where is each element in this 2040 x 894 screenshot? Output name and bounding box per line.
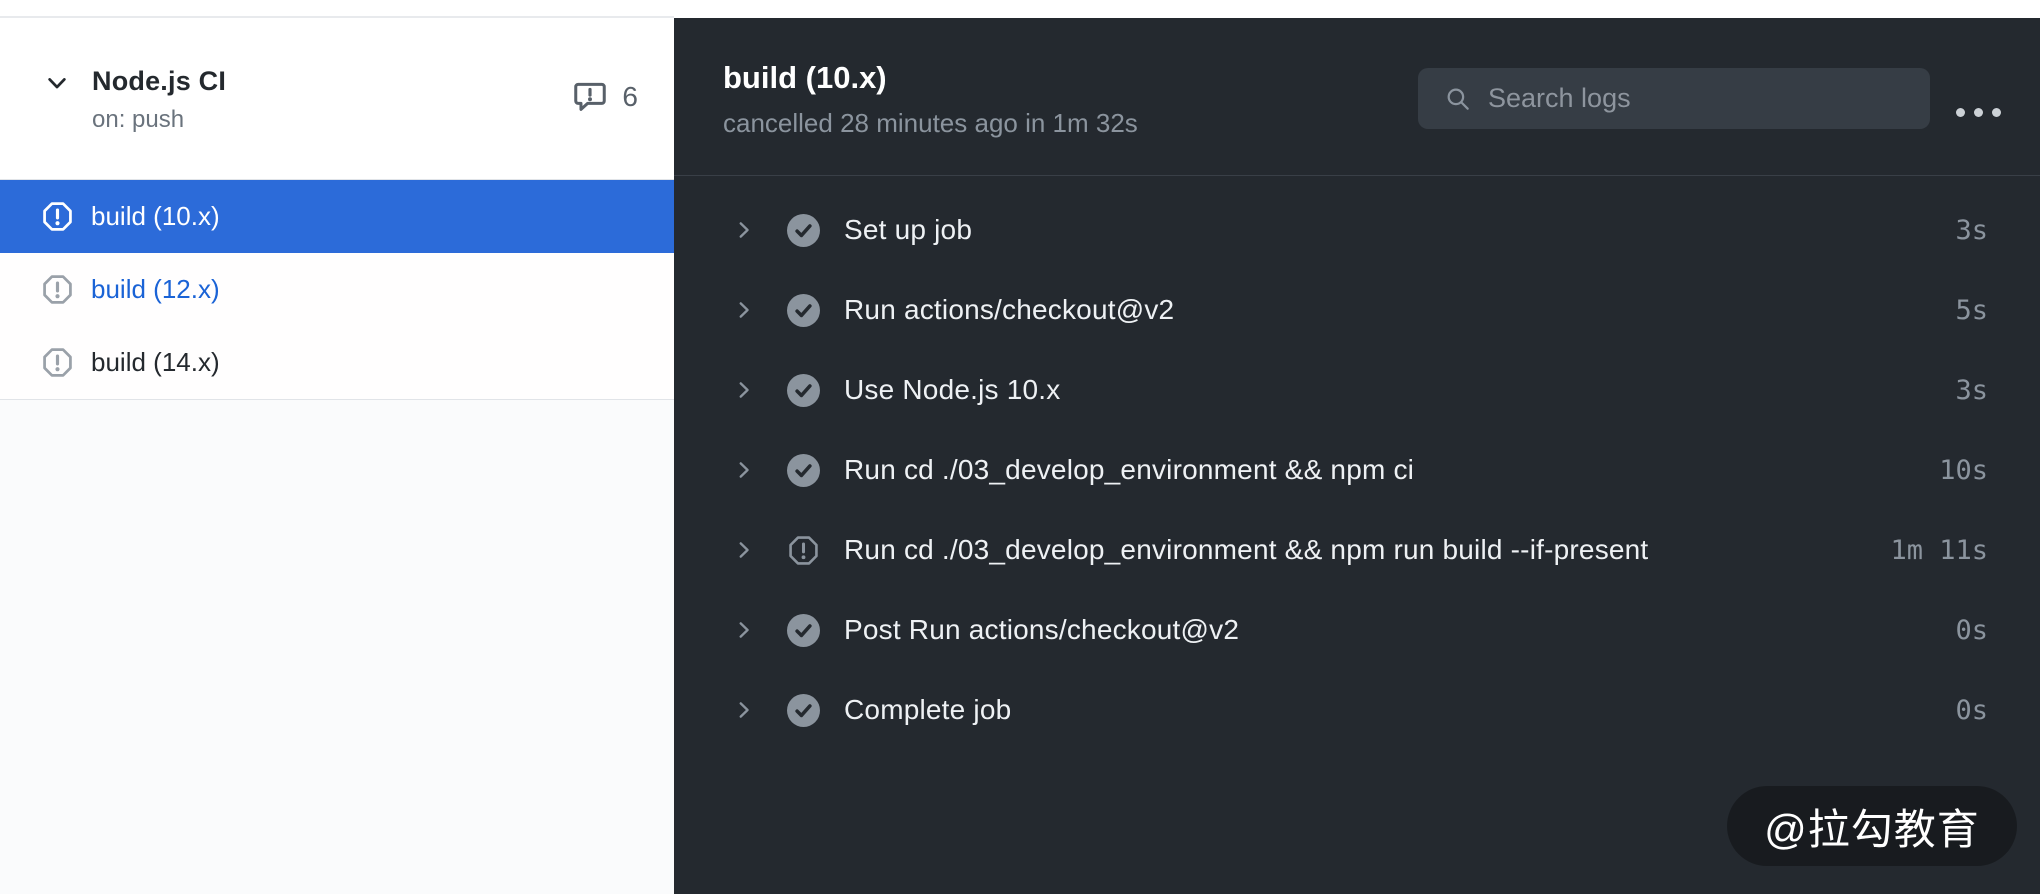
step-list: Set up job 3s Run actions/checkout@v2 5s [674,176,2040,750]
comment-alert-icon [571,78,609,116]
log-step-row[interactable]: Use Node.js 10.x 3s [674,350,2040,430]
check-circle-icon [787,614,820,647]
step-duration: 1m 11s [1890,535,1988,566]
kebab-menu-button[interactable] [1950,102,2007,123]
sidebar-job-item[interactable]: build (10.x) [0,180,674,253]
step-name: Run actions/checkout@v2 [844,294,1174,326]
watermark-text: @拉勾教育 [1764,796,1980,857]
check-circle-icon [787,374,820,407]
log-panel: build (10.x) cancelled 28 minutes ago in… [674,18,2040,894]
job-label: build (10.x) [91,201,220,232]
chevron-right-icon[interactable] [733,459,755,481]
check-circle-icon [787,694,820,727]
log-step-row[interactable]: Run actions/checkout@v2 5s [674,270,2040,350]
step-duration: 0s [1955,615,1988,646]
job-list: build (10.x) build (12.x) build (14.x) [0,180,674,400]
step-name: Complete job [844,694,1011,726]
job-status-line: cancelled 28 minutes ago in 1m 32s [723,108,1138,139]
log-step-row[interactable]: Run cd ./03_develop_environment && npm r… [674,510,2040,590]
workflow-trigger: on: push [92,106,184,134]
step-name: Set up job [844,214,972,246]
log-step-row[interactable]: Run cd ./03_develop_environment && npm c… [674,430,2040,510]
check-circle-icon [787,454,820,487]
step-name: Run cd ./03_develop_environment && npm c… [844,454,1414,486]
kebab-dot [1974,108,1983,117]
step-name: Use Node.js 10.x [844,374,1060,406]
step-duration: 0s [1955,695,1988,726]
chevron-right-icon[interactable] [733,619,755,641]
chevron-right-icon[interactable] [733,699,755,721]
page-top-strip [0,0,674,18]
kebab-dot [1992,108,2001,117]
log-step-row[interactable]: Post Run actions/checkout@v2 0s [674,590,2040,670]
step-duration: 3s [1955,215,1988,246]
sidebar-job-item[interactable]: build (14.x) [0,326,674,399]
check-circle-icon [787,214,820,247]
cancelled-octagon-icon [787,534,820,567]
workflow-name: Node.js CI [92,66,226,97]
chevron-down-icon[interactable] [44,70,70,96]
step-name: Post Run actions/checkout@v2 [844,614,1239,646]
search-logs-box[interactable] [1418,68,1930,129]
job-label: build (14.x) [91,347,220,378]
search-logs-input[interactable] [1488,83,1910,114]
chevron-right-icon[interactable] [733,379,755,401]
chevron-right-icon[interactable] [733,299,755,321]
workflow-header[interactable]: Node.js CI on: push 6 [0,20,674,180]
job-label: build (12.x) [91,274,220,305]
kebab-dot [1956,108,1965,117]
annotations-badge[interactable]: 6 [571,78,638,116]
log-step-row[interactable]: Set up job 3s [674,190,2040,270]
step-duration: 3s [1955,375,1988,406]
step-duration: 10s [1939,455,1988,486]
step-duration: 5s [1955,295,1988,326]
watermark-badge: @拉勾教育 [1727,786,2017,866]
job-title: build (10.x) [723,60,887,96]
log-panel-header: build (10.x) cancelled 28 minutes ago in… [674,18,2040,176]
cancelled-octagon-icon [41,200,74,233]
chevron-right-icon[interactable] [733,539,755,561]
annotation-count: 6 [622,81,638,113]
step-name: Run cd ./03_develop_environment && npm r… [844,534,1648,566]
cancelled-octagon-icon [41,273,74,306]
log-step-row[interactable]: Complete job 0s [674,670,2040,750]
search-icon [1444,85,1472,113]
chevron-right-icon[interactable] [733,219,755,241]
jobs-sidebar: Node.js CI on: push 6 build (10.x) [0,20,674,894]
sidebar-job-item[interactable]: build (12.x) [0,253,674,326]
check-circle-icon [787,294,820,327]
cancelled-octagon-icon [41,346,74,379]
